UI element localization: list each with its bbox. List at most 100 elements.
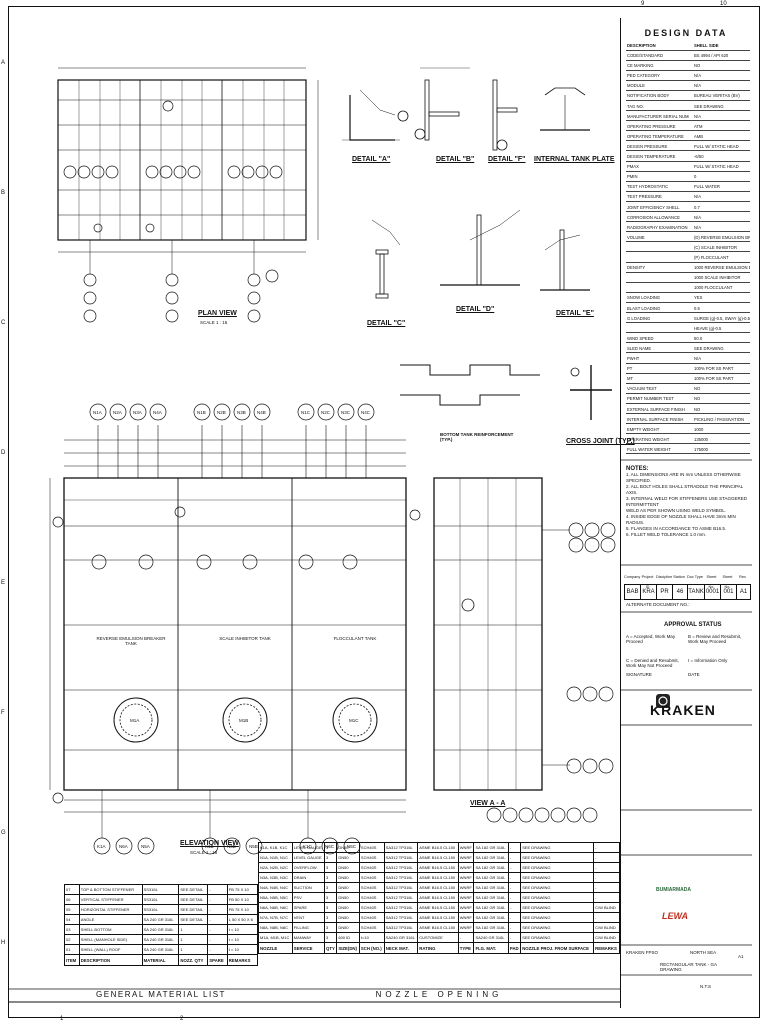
nozzle-cell: K1A, K1B, K1C	[258, 842, 293, 853]
grid-col-1: 1	[60, 1016, 64, 1022]
material-cell: 05	[64, 904, 80, 915]
nozzle-label: N4B	[257, 410, 266, 415]
nozzle-cell: SEE DRAWING	[520, 932, 595, 943]
code-header: Company	[624, 575, 641, 579]
nozzle-cell: SA312 TP316L	[383, 922, 419, 933]
nozzle-cell: DN50	[336, 862, 360, 873]
design-data-row: (C) SCALE INHIBITOR	[626, 244, 750, 253]
nozzle-cell: -	[593, 852, 620, 863]
grid-row-a: A	[1, 60, 6, 66]
nozzle-label: N5A	[141, 844, 150, 849]
dd-key: PMAX	[627, 164, 639, 170]
detail-a-title: DETAIL "A"	[352, 156, 391, 163]
dd-val: (C) SCALE INHIBITOR	[694, 244, 737, 250]
dd-key: OPERATING WEIGHT	[627, 436, 670, 442]
nozzle-cell: PSV	[291, 892, 325, 903]
dd-key: PMIN	[627, 174, 638, 180]
nozzle-label: K1A	[97, 844, 106, 849]
nozzle-cell: SCH40S	[358, 872, 385, 883]
nozzle-cell: WNRF	[457, 842, 475, 853]
nozzle-cell: -	[507, 882, 522, 893]
material-cell: t = 10	[226, 944, 259, 955]
nh-1: SERVICE	[291, 942, 325, 954]
design-data-row: TAG NO.SEE DRAWING	[626, 103, 750, 111]
nozzle-cell: ASME B16.5 CL150	[417, 852, 459, 863]
nozzle-cell: FILLING	[291, 922, 325, 933]
approval-i: I = Information Only	[688, 658, 728, 663]
notes-block: NOTES: 1. ALL DIMENSIONS ARE IN mm UNLES…	[626, 466, 748, 538]
nozzle-cell: SEE DRAWING	[520, 842, 595, 853]
dd-val: 50.0	[694, 335, 703, 341]
material-cell: 02	[64, 934, 80, 945]
nozzle-cell: SA312 TP316L	[383, 852, 419, 863]
dd-val: 135000	[694, 436, 708, 442]
nozzle-label: N3C	[341, 410, 351, 415]
plan-view-scale: SCALE 1 : 15	[200, 320, 228, 325]
bumiarmada-logo: BUMIARMADA	[656, 887, 691, 893]
nozzle-cell: SEE DRAWING	[520, 922, 595, 933]
nozzle-cell: DN50	[336, 852, 360, 863]
nozzle-cell: ASME B16.5 CL150	[417, 882, 459, 893]
dd-val: BS 4994 / API 620	[694, 53, 729, 58]
material-cell: 1	[178, 934, 209, 945]
material-cell: -	[207, 934, 228, 945]
dd-key: CORROSION ALLOWANCE	[627, 214, 680, 220]
dd-key: PT	[627, 366, 633, 372]
nozzle-cell: WNRF	[457, 862, 475, 873]
nozzle-cell: DRAIN	[291, 872, 325, 883]
nh-8: FLG. MAT.	[473, 942, 509, 954]
code-header: Sheet No.	[722, 575, 733, 589]
nozzle-cell: SA 182 GR 316L	[473, 902, 509, 913]
nozzle-cell: CUSTOMIZE	[417, 932, 459, 943]
nozzle-cell: SCH40S	[358, 862, 385, 873]
location: NORTH SEA	[690, 950, 717, 955]
nozzle-label: N6A	[119, 844, 128, 849]
nh-6: RATING	[417, 942, 459, 954]
material-cell: FB 75 X 10	[226, 904, 259, 915]
nozzle-cell: -	[507, 872, 522, 883]
material-cell: SHELL (MANHOLE SIDE)	[78, 934, 143, 945]
lewa-logo: LEWA	[662, 911, 688, 921]
code-header: Discipline	[656, 575, 673, 579]
dd-val: 1000 REVERSE EMULSION BREAKER	[694, 265, 750, 271]
nozzle-cell: 3	[323, 902, 338, 913]
nh-4: SCH (NO.)	[358, 942, 385, 954]
detail-b-title: DETAIL "B"	[436, 156, 475, 163]
dd-key: OPERATING TEMPERATURE	[627, 133, 684, 139]
nozzle-cell: DN50	[336, 892, 360, 903]
dd-val: NO	[694, 396, 701, 402]
material-cell: ANGLE	[78, 914, 143, 925]
approval-title: APPROVAL STATUS	[664, 622, 722, 628]
nozzle-cell: ASME B16.5 CL150	[417, 922, 459, 933]
approval-a: A = Accepted, Work May Proceed	[626, 634, 676, 644]
code-header: Station	[673, 575, 685, 579]
material-cell: FB 50 X 10	[226, 894, 259, 905]
dd-val: -6/50	[694, 154, 704, 159]
material-cell: 1	[178, 924, 209, 935]
title-rev: A1	[738, 954, 744, 959]
mh-desc: DESCRIPTION	[78, 954, 143, 966]
nozzle-cell: LEVEL GAUGE	[291, 842, 325, 853]
dd-key: NOTIFICATION BODY	[627, 93, 670, 99]
nozzle-label: N1B	[197, 410, 206, 415]
material-cell: -	[207, 884, 228, 895]
notes-title: NOTES:	[626, 466, 649, 472]
nozzle-cell: DN50	[336, 882, 360, 893]
dd-key: CODE/STANDARD	[627, 53, 663, 58]
dd-val: ATM	[694, 123, 703, 129]
dd-val: NO	[694, 406, 701, 412]
nozzle-cell: N2A, N2B, N2C	[258, 862, 293, 873]
